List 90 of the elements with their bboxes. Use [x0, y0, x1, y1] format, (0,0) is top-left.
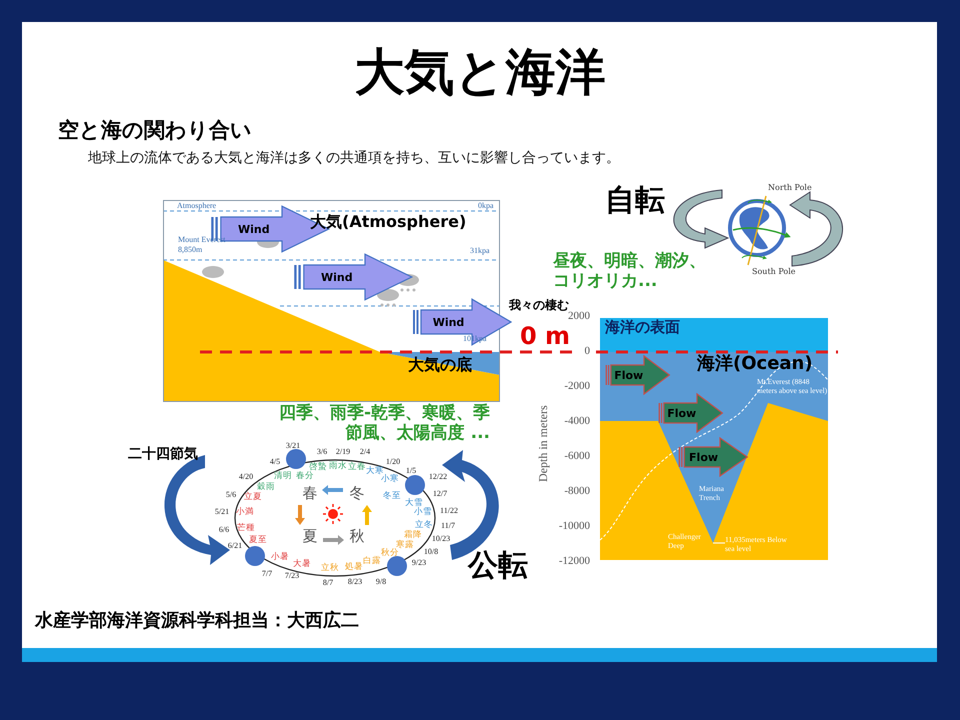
axis-tick-label: 2000	[568, 310, 590, 324]
solar-term-label: 大寒	[366, 466, 384, 476]
axis-title: Depth in meters	[536, 405, 550, 482]
solar-term-label: 秋分	[381, 548, 399, 558]
date-label: 9/8	[376, 577, 386, 587]
date-label: 5/6	[226, 490, 236, 500]
date-label: 2/19	[336, 447, 350, 457]
pressure-label: 31kpa	[470, 246, 490, 256]
axis-tick-label: -12000	[558, 555, 590, 568]
arrow-label: Flow	[689, 450, 718, 464]
axis-tick-label: -4000	[563, 415, 590, 428]
solar-term-label: 春分	[296, 470, 314, 482]
arrow-label: Flow	[614, 368, 644, 382]
solar-term-label: 穀雨	[257, 482, 275, 492]
date-label: 3/6	[316, 447, 328, 457]
date-label: 8/23	[348, 577, 362, 587]
effects-text: 昼夜、明暗、潮汐、コリオリカ...	[553, 251, 707, 292]
date-label: 8/7	[322, 578, 334, 588]
solar-term-label: 雨水	[329, 460, 347, 472]
axis-tick-label: 0	[584, 345, 590, 358]
solar-term-label: 立秋	[321, 562, 339, 574]
season-label: 春	[302, 484, 318, 502]
note-text: 我々の棲む	[509, 298, 569, 312]
axis-tick-label: -2000	[563, 380, 590, 394]
date-label: 5/21	[214, 507, 230, 517]
date-label: 11/7	[441, 521, 455, 531]
solar-term-label: 立夏	[244, 492, 262, 502]
date-label: 6/6	[218, 525, 230, 535]
date-label: 11/22	[440, 506, 458, 516]
solar-term-label: 立春	[348, 462, 366, 472]
date-label: 12/22	[428, 472, 448, 482]
date-label: 3/21	[286, 441, 300, 451]
solar-term-label: 小満	[236, 506, 254, 518]
solar-term-label: 小暑	[271, 552, 289, 562]
solar-term-label: 白露	[363, 556, 381, 566]
date-label: 4/20	[238, 472, 254, 482]
block-arrow	[678, 437, 748, 477]
date-label: 4/5	[270, 457, 280, 467]
solar-term-label: 清明	[274, 470, 292, 482]
heading-text: 二十四節気	[128, 446, 198, 463]
season-label: 夏	[302, 527, 318, 545]
solar-term-label: 小雪	[414, 506, 432, 518]
pole-label: North Pole	[768, 183, 812, 193]
date-label: 10/23	[432, 534, 450, 544]
heading-text: 自転	[605, 183, 665, 219]
solar-term-label: 冬至	[383, 490, 401, 502]
solar-term-label: 寒露	[396, 540, 414, 550]
date-label: 2/4	[360, 447, 370, 457]
date-label: 7/23	[284, 571, 300, 581]
date-label: 10/8	[424, 547, 438, 557]
description-text: 地球上の流体である大気と海洋は多くの共通項を持ち、互いに影響し合っています。	[88, 150, 620, 167]
solar-term-label: 啓蟄	[309, 462, 327, 472]
block-arrow	[658, 393, 723, 433]
date-label: 6/21	[228, 541, 242, 551]
solar-term-label: 夏至	[249, 534, 267, 546]
pole-label: South Pole	[752, 267, 796, 277]
date-label: 1/20	[386, 457, 400, 467]
pressure-label: 101kpa	[463, 334, 487, 344]
axis-tick-label: -6000	[563, 450, 590, 464]
season-label: 冬	[350, 484, 364, 502]
arrow-label: Wind	[320, 270, 353, 284]
date-label: 12/7	[432, 489, 448, 499]
panel-heading: 海洋の表面	[605, 319, 680, 336]
pressure-label: Atmosphere	[177, 201, 216, 211]
subtitle: 空と海の関わり合い	[58, 118, 252, 144]
solar-term-label: 処暑	[345, 562, 363, 572]
arrow-label: Wind	[432, 316, 464, 328]
panel-heading: 海洋(Ocean)	[697, 354, 813, 375]
solar-term-label: 芒種	[237, 522, 255, 534]
axis-tick-label: -8000	[563, 485, 590, 498]
axis-tick-label: -10000	[558, 520, 590, 534]
block-arrow	[293, 253, 413, 301]
solar-term-label: 大雪	[405, 498, 423, 508]
date-label: 9/23	[412, 558, 426, 568]
author-text: 水産学部海洋資源科学科担当：大西広二	[35, 610, 359, 632]
arrow-label: Wind	[238, 222, 270, 236]
solar-term-label: 大暑	[293, 558, 311, 570]
arrow-label: Flow	[667, 406, 696, 420]
heading-text: 公転	[468, 548, 528, 584]
solar-term-label: 立冬	[415, 520, 433, 530]
effects-text: 四季、雨季-乾季、寒暖、季節風、太陽高度 ...	[278, 403, 490, 444]
date-label: 1/5	[406, 466, 416, 476]
season-label: 秋	[350, 527, 364, 545]
level-label: 0 m	[520, 322, 570, 351]
slide-title: 大気と海洋	[354, 42, 606, 102]
solar-term-label: 小寒	[381, 474, 399, 484]
solar-term-label: 霜降	[404, 530, 422, 540]
date-label: 7/7	[262, 569, 272, 579]
block-arrow	[605, 355, 670, 395]
pressure-label: 0kpa	[478, 201, 494, 211]
